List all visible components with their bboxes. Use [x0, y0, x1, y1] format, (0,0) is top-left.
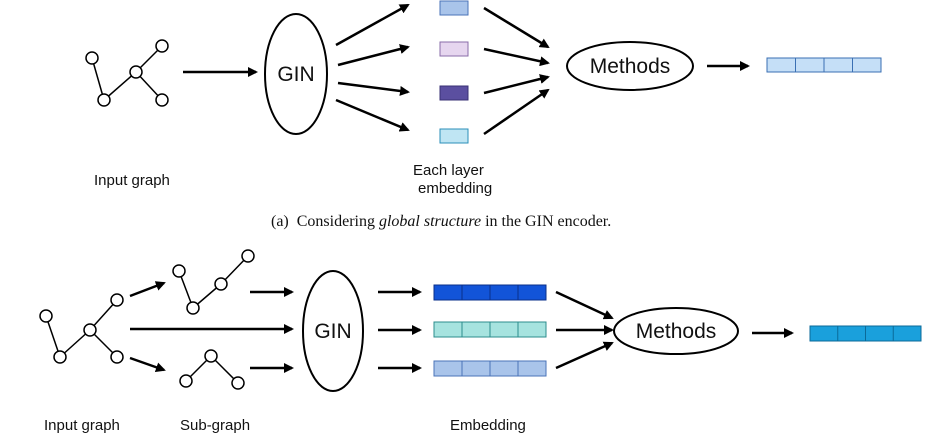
layer-to-methods-arrows: [483, 6, 550, 136]
gin-label-b: GIN: [314, 320, 351, 343]
graph-node: [172, 264, 186, 278]
graph-node: [231, 376, 245, 390]
graph-node: [39, 309, 53, 323]
graph-node: [179, 374, 193, 388]
graph-node: [214, 277, 228, 291]
gin-encoder-a: [264, 13, 328, 135]
methods-node-b: [613, 307, 739, 355]
output-embedding-a: [766, 57, 882, 73]
graph-to-subgraph-arrows: [129, 281, 294, 373]
graph-node: [129, 65, 143, 79]
gin-to-layer-arrows: [335, 3, 410, 132]
methods-node-a: [566, 41, 694, 91]
embedding-1: [433, 284, 547, 301]
embedding-3: [433, 360, 547, 377]
embedding-label: Embedding: [450, 417, 526, 434]
output-embedding-b: [809, 325, 922, 342]
gin-encoder-b: [302, 270, 364, 392]
gin-label-a: GIN: [277, 63, 314, 86]
panel-b: GIN: [39, 249, 922, 392]
layer-embedding-3: [439, 85, 469, 101]
subgraph-2: [179, 349, 245, 390]
graph-node: [83, 323, 97, 337]
subgraph-label: Sub-graph: [180, 417, 251, 434]
caption-emphasis: global structure: [378, 213, 482, 230]
embedding-to-methods-arrows: [555, 290, 614, 370]
graph-node: [110, 293, 124, 307]
graph-node: [241, 249, 255, 263]
caption-a: (a) Considering global structure in the …: [271, 213, 611, 231]
methods-label-a: Methods: [590, 55, 671, 78]
subgraph-to-gin-arrows: [250, 287, 294, 373]
layer-embedding-1: [439, 0, 469, 16]
layer-embedding-4: [439, 128, 469, 144]
input-graph-b: [39, 293, 124, 364]
graph-node: [53, 350, 67, 364]
graph-node: [110, 350, 124, 364]
graph-node: [155, 93, 169, 107]
graph-node: [85, 51, 99, 65]
graph-node: [186, 301, 200, 315]
layer-embedding-2: [439, 41, 469, 57]
caption-suffix: in the GIN encoder.: [481, 213, 612, 230]
caption-prefix: (a) Considering: [271, 213, 379, 230]
input-graph-label-b: Input graph: [44, 417, 120, 434]
graph-node: [155, 39, 169, 53]
input-graph-a: [85, 39, 169, 107]
graph-node: [204, 349, 218, 363]
embedding-2: [433, 321, 547, 338]
panel-a: GIN Methods: [85, 0, 882, 144]
input-graph-label-a: Input graph: [94, 172, 170, 189]
methods-label-b: Methods: [636, 320, 717, 343]
gin-to-embedding-arrows: [378, 287, 422, 373]
layer-embedding-label-line1: Each layer: [413, 162, 484, 179]
subgraph-1: [172, 249, 255, 315]
layer-embedding-label-line2: embedding: [418, 180, 493, 197]
graph-node: [97, 93, 111, 107]
